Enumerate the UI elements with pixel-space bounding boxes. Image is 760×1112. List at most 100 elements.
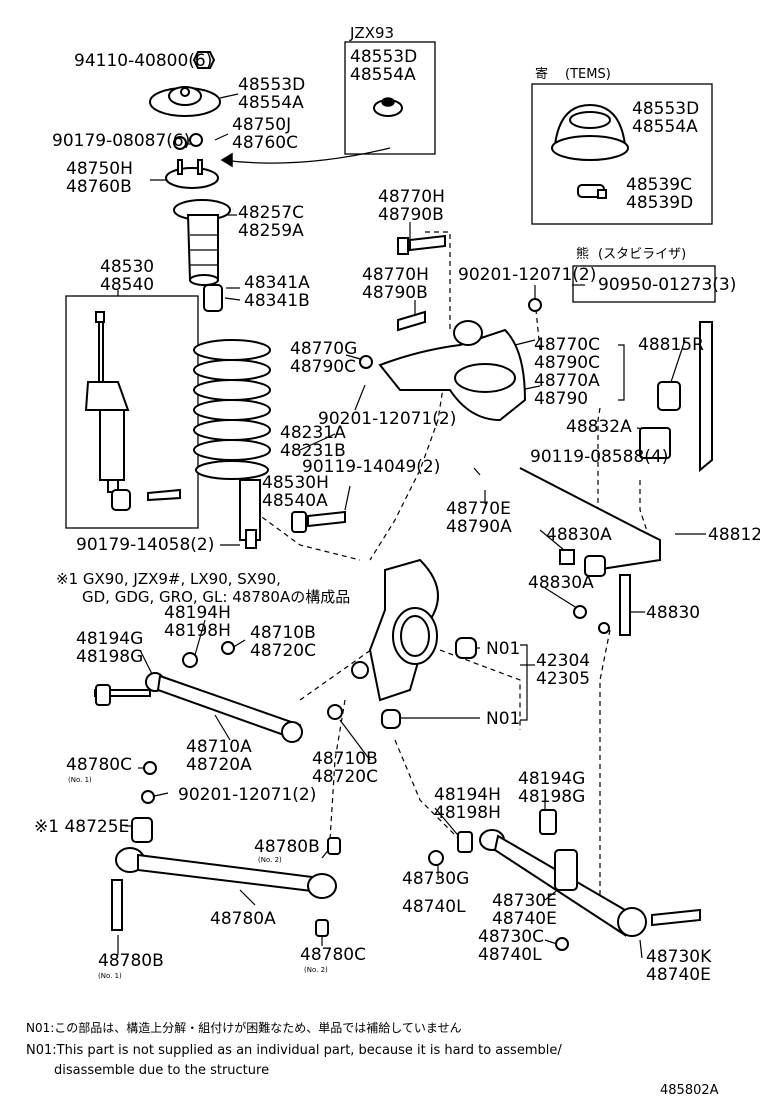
label-48740e-b: 48740E: [646, 965, 711, 985]
jzx93-box: [344, 41, 436, 155]
label-48194h-b: 48194H: [434, 785, 501, 805]
coil-spring: [193, 339, 271, 480]
note-1b: GD, GDG, GRO, GL: 48780Aの構成品: [82, 588, 350, 606]
label-48770h-a: 48770H: [378, 187, 445, 207]
spring-seat: [165, 133, 219, 189]
label-48540: 48540: [100, 275, 154, 295]
diagram-code: 485802A: [660, 1083, 719, 1098]
label-48790: 48790: [534, 389, 588, 409]
label-48830a-a: 48830A: [546, 525, 612, 545]
label-42304: 42304: [536, 651, 590, 671]
label-48530h: 48530H: [262, 473, 329, 493]
label-48750h: 48750H: [66, 159, 133, 179]
label-48780b-a: 48780B: [254, 837, 320, 857]
mount-tems: [551, 103, 629, 161]
bushing-n01: [381, 637, 477, 729]
stabilizer-label-mark: 熊: [576, 246, 589, 262]
label-48830: 48830: [646, 603, 700, 623]
label-90179-0808: 90179-08087(6): [52, 131, 190, 151]
label-48257c: 48257C: [238, 203, 304, 223]
label-48553d-a: 48553D: [238, 75, 305, 95]
assembly-dashed-lines: [254, 231, 651, 900]
stabilizer-bar: [519, 321, 713, 636]
label-tems-48554a: 48554A: [632, 117, 698, 137]
label-48760c: 48760C: [232, 133, 298, 153]
label-n01-a: N01: [486, 639, 520, 659]
label-48198g-b: 48198G: [518, 787, 585, 807]
mount-jzx93: [373, 97, 403, 117]
label-48780b-b: 48780B: [98, 951, 164, 971]
label-48194h-a: 48194H: [164, 603, 231, 623]
label-48770h-b: 48770H: [362, 265, 429, 285]
label-48725e: ※1 48725E: [34, 817, 129, 837]
label-48231a: 48231A: [280, 423, 346, 443]
label-no1-b: (No. 1): [98, 972, 122, 980]
label-90119-14049: 90119-14049(2): [302, 457, 440, 477]
label-48790a: 48790A: [446, 517, 512, 537]
label-90201-c: 90201-12071(2): [178, 785, 316, 805]
tems-label: 寄: [535, 66, 548, 82]
label-48750j: 48750J: [232, 115, 291, 135]
label-48832a: 48832A: [566, 417, 632, 437]
arrow-head: [220, 152, 233, 168]
footnote-en-1: N01:This part is not supplied as an indi…: [26, 1043, 562, 1058]
jzx93-arrow: [221, 147, 391, 164]
label-48790b-a: 48790B: [378, 205, 444, 225]
label-tems-48553d: 48553D: [632, 99, 699, 119]
label-48720c-b: 48720C: [312, 767, 378, 787]
label-48790c-b: 48790C: [534, 353, 600, 373]
label-90950: 90950-01273(3): [598, 275, 736, 295]
label-48740l-a: 48740L: [402, 897, 466, 917]
dust-boot: [173, 199, 231, 286]
label-48730e: 48730E: [492, 891, 557, 911]
label-48341a: 48341A: [244, 273, 310, 293]
label-no1-a: (No. 1): [68, 776, 92, 784]
upper-mount: [149, 86, 221, 117]
label-box-48554a: 48554A: [350, 65, 416, 85]
label-48830a-b: 48830A: [528, 573, 594, 593]
label-48710a: 48710A: [186, 737, 252, 757]
tems-box: [531, 83, 713, 225]
label-42305: 42305: [536, 669, 590, 689]
label-48198g-a: 48198G: [76, 647, 143, 667]
label-no2-b: (No. 2): [304, 966, 328, 974]
lower-link-48710a: [94, 641, 343, 743]
label-48710b-a: 48710B: [250, 623, 316, 643]
label-48710b-b: 48710B: [312, 749, 378, 769]
label-48720a: 48720A: [186, 755, 252, 775]
tems-label-text: (TEMS): [565, 67, 611, 82]
label-48790b-b: 48790B: [362, 283, 428, 303]
label-48730g: 48730G: [402, 869, 469, 889]
label-48720c-a: 48720C: [250, 641, 316, 661]
jzx93-label: JZX93: [349, 24, 394, 42]
label-48790c-a: 48790C: [290, 357, 356, 377]
label-48259a: 48259A: [238, 221, 304, 241]
label-48780a: 48780A: [210, 909, 276, 929]
bracket-48770: [618, 344, 625, 401]
knuckle: [351, 558, 439, 702]
label-48194g-b: 48194G: [518, 769, 585, 789]
lower-link-48780a: [111, 761, 341, 937]
label-no2-a: (No. 2): [258, 856, 282, 864]
bump-stop: [203, 284, 223, 312]
trailing-arm: [428, 809, 701, 951]
label-94110: 94110-40800(6): [74, 51, 212, 71]
label-48730k: 48730K: [646, 947, 712, 967]
label-48770a: 48770A: [534, 371, 600, 391]
footnote-en-2: disassemble due to the structure: [54, 1063, 269, 1078]
label-box-48553d: 48553D: [350, 47, 417, 67]
label-48730c: 48730C: [478, 927, 544, 947]
upper-arm: [359, 234, 542, 422]
label-48780c-b: 48780C: [300, 945, 366, 965]
label-48554a-a: 48554A: [238, 93, 304, 113]
label-48540a: 48540A: [262, 491, 328, 511]
label-48770g: 48770G: [290, 339, 357, 359]
label-48198h-a: 48198H: [164, 621, 231, 641]
label-48770c: 48770C: [534, 335, 600, 355]
footnote-jp: N01:この部品は、構造上分解・組付けが困難なため、単品では補給していません: [26, 1020, 462, 1035]
label-48740l-b: 48740L: [478, 945, 542, 965]
label-48780c-a: 48780C: [66, 755, 132, 775]
label-48231b: 48231B: [280, 441, 346, 461]
label-48539c: 48539C: [626, 175, 692, 195]
part-labels: 94110-40800(6) 48553D 48554A 48750J 4876…: [34, 47, 760, 985]
